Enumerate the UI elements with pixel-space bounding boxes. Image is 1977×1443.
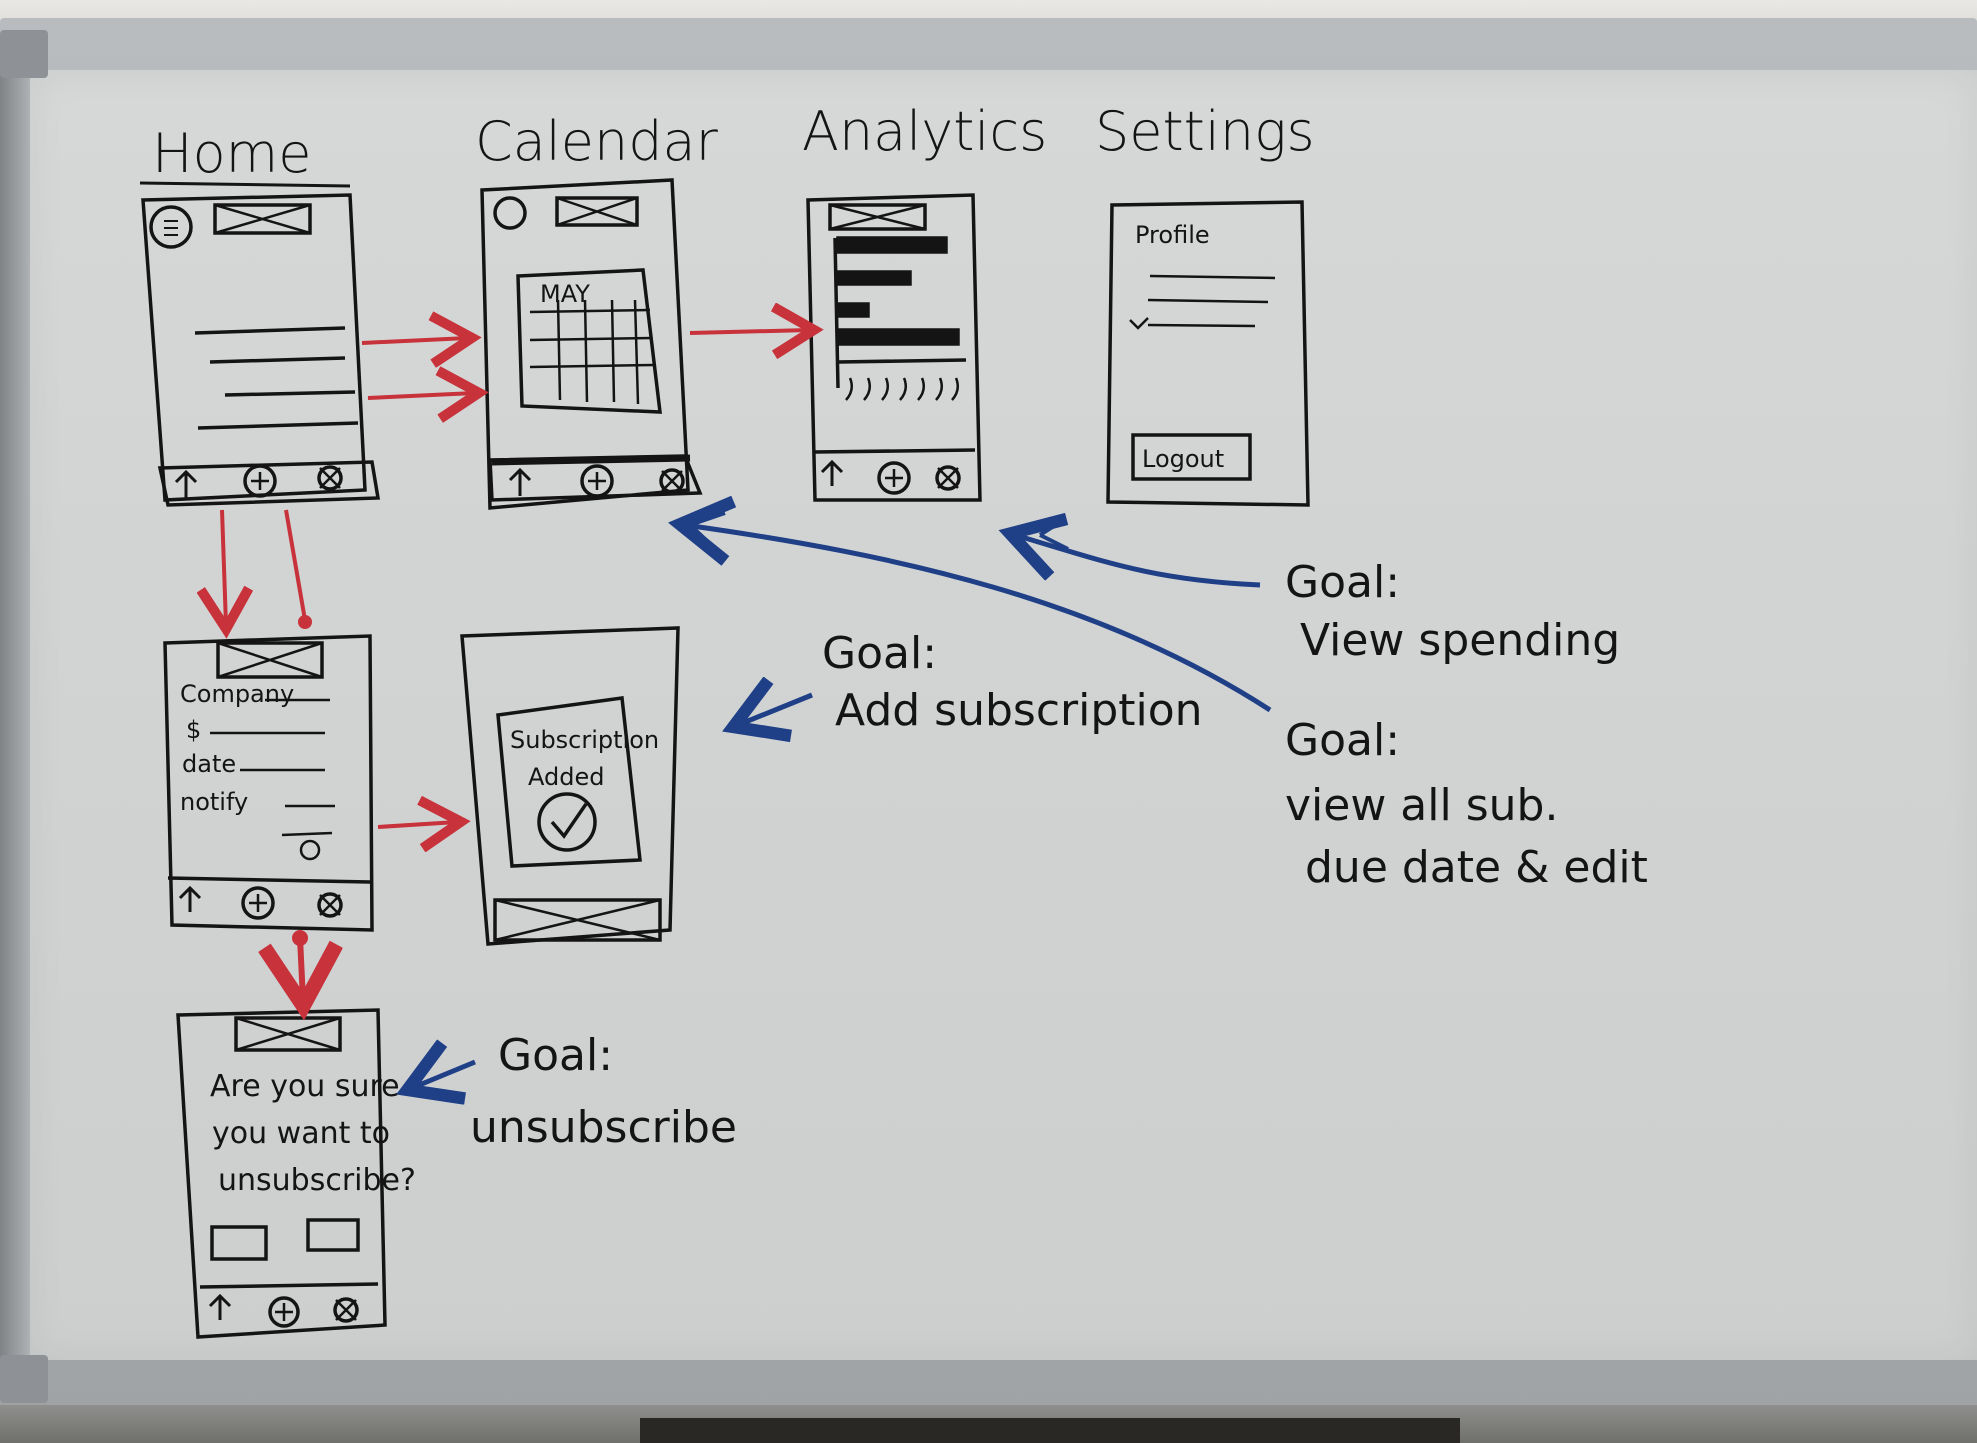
- arrow-home-to-form-2: [284, 509, 307, 621]
- form-field-amount: $: [186, 716, 201, 744]
- goal-add-subscription-label: Goal:: [822, 628, 937, 679]
- arrow-form-to-confirmation: [377, 822, 457, 827]
- arrow-home-to-calendar-1: [361, 338, 468, 343]
- arrow-view-all-subscriptions: [685, 525, 1272, 713]
- whiteboard-left-rail: [0, 40, 30, 1370]
- frame-corner-top-left: [0, 30, 48, 78]
- analytics-bar-2: [836, 270, 912, 286]
- unsubscribe-line-1: Are you sure: [210, 1069, 400, 1104]
- frame-corner-bottom-left: [0, 1355, 48, 1403]
- goal-arrows: [412, 513, 1272, 1088]
- home-screen-sketch: [141, 193, 381, 507]
- goal-unsubscribe-label: Goal:: [498, 1030, 613, 1081]
- home-nav-home-icon: [174, 469, 198, 498]
- logo-placeholder: [213, 203, 312, 235]
- goal-view-all-line-1: view all sub.: [1285, 780, 1558, 831]
- calendar-month-label: MAY: [540, 280, 590, 308]
- unsubscribe-confirm-button: [306, 1218, 360, 1252]
- settings-profile-label: Profile: [1135, 221, 1210, 249]
- arrow-home-to-calendar-2: [367, 393, 475, 398]
- form-field-date: date: [182, 750, 236, 778]
- analytics-bar-4: [836, 328, 960, 346]
- goal-view-all-label: Goal:: [1285, 715, 1400, 766]
- arrow-unsubscribe: [412, 1062, 476, 1088]
- add-form-screen-sketch: [163, 634, 374, 932]
- unsubscribe-line-2: you want to: [212, 1116, 390, 1151]
- goal-view-spending-text: View spending: [1300, 615, 1620, 666]
- unsubscribe-screen-sketch: [176, 1008, 387, 1339]
- goal-view-spending-label: Goal:: [1285, 557, 1400, 608]
- flow-arrows: [222, 330, 810, 1000]
- arrow-home-to-form-1: [222, 509, 226, 625]
- unsubscribe-line-3: unsubscribe?: [218, 1163, 416, 1198]
- unsubscribe-cancel-button: [210, 1225, 268, 1261]
- home-bottom-nav: [157, 460, 381, 507]
- home-title: Home: [152, 122, 311, 185]
- calendar-title: Calendar: [475, 110, 719, 173]
- goal-add-subscription-text: Add subscription: [835, 685, 1203, 736]
- goal-view-all-line-2: due date & edit: [1305, 842, 1648, 893]
- floor-shadow: [640, 1418, 1460, 1443]
- form-field-company: Company: [180, 680, 294, 708]
- analytics-title: Analytics: [802, 100, 1047, 163]
- confirmation-screen-sketch: [460, 626, 680, 946]
- home-title-underline: [139, 181, 351, 188]
- arrow-view-spending: [1015, 535, 1261, 588]
- confirmation-line-2: Added: [528, 763, 604, 791]
- analytics-screen-sketch: [806, 193, 982, 502]
- checkmark-circle: [537, 792, 597, 852]
- logout-button-sketch: [1131, 433, 1252, 481]
- calendar-screen-sketch: [480, 178, 703, 510]
- analytics-bar-3: [836, 302, 870, 318]
- arrow-calendar-to-analytics: [689, 330, 810, 333]
- settings-title: Settings: [1095, 100, 1315, 163]
- arrow-add-subscription: [738, 695, 813, 725]
- arrow-form-to-unsubscribe: [300, 937, 303, 1000]
- confirmation-line-1: Subscription: [510, 726, 659, 754]
- home-nav-settings-icon: [317, 465, 343, 491]
- check-icon: [550, 803, 588, 839]
- menu-icon: [149, 205, 193, 249]
- home-nav-add-icon: [243, 464, 277, 498]
- settings-logout-label: Logout: [1142, 445, 1224, 473]
- form-field-notify: notify: [180, 788, 248, 816]
- calendar-grid: [516, 268, 662, 414]
- goal-unsubscribe-text: unsubscribe: [470, 1102, 737, 1153]
- settings-screen-sketch: [1106, 200, 1310, 507]
- analytics-bar-1: [836, 236, 948, 254]
